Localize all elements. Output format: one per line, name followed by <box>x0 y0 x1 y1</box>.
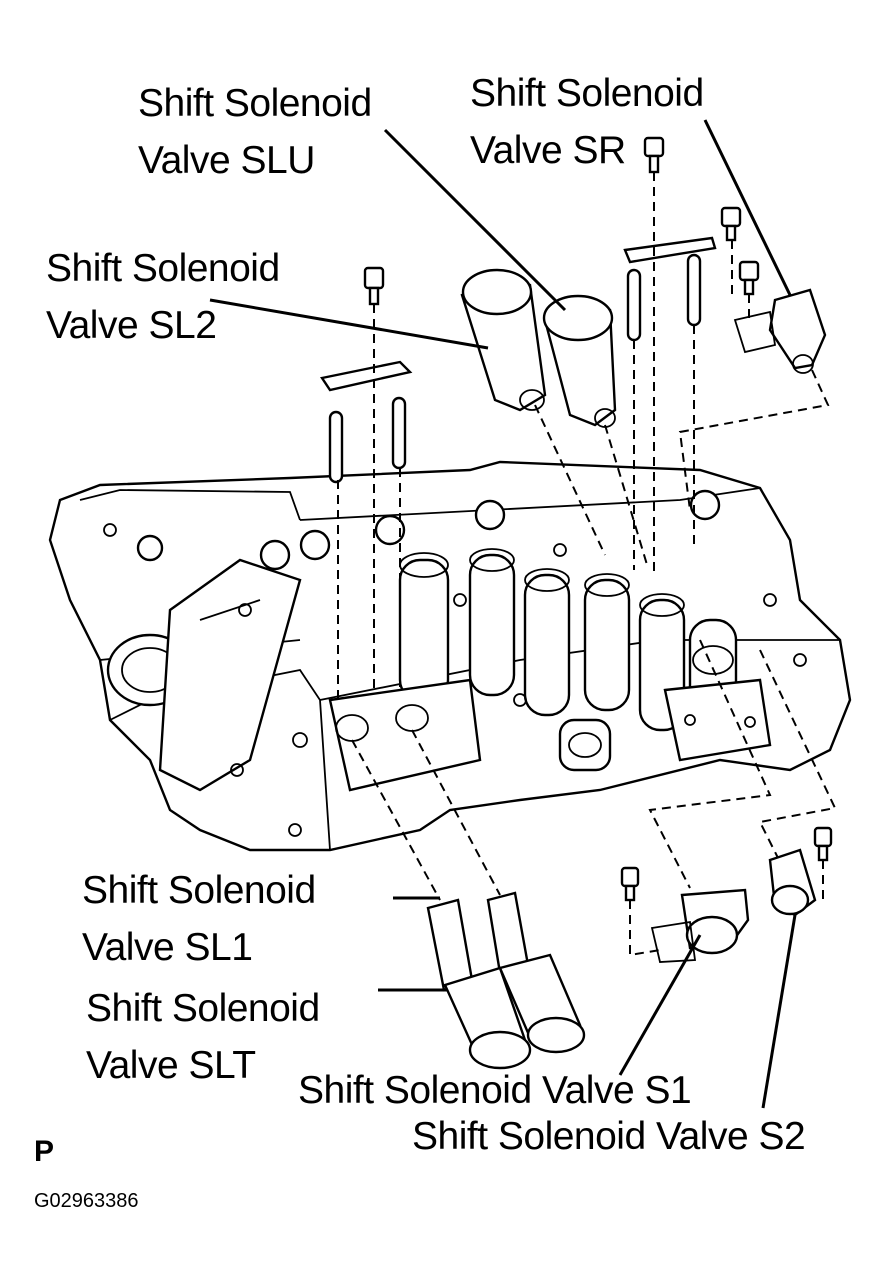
label-valve-sl1-line2: Valve SL1 <box>82 926 253 969</box>
label-valve-sl1-line1: Shift Solenoid <box>82 869 316 912</box>
solenoid-sl2-part <box>460 268 547 412</box>
assembly-lines <box>337 172 837 957</box>
label-valve-sl2-line1: Shift Solenoid <box>46 247 280 290</box>
solenoid-slu-part <box>542 294 617 428</box>
solenoid-sl1-slt-parts <box>426 891 586 1070</box>
label-valve-sr: Shift Solenoid Valve SR <box>470 65 704 179</box>
label-valve-sl1: Shift Solenoid Valve SL1 <box>82 862 316 976</box>
label-valve-sl2: Shift Solenoid Valve SL2 <box>46 240 280 354</box>
top-bolts <box>320 136 760 484</box>
label-valve-slu: Shift Solenoid Valve SLU <box>138 75 372 189</box>
label-valve-slt-line1: Shift Solenoid <box>86 987 320 1030</box>
label-valve-slu-line1: Shift Solenoid <box>138 82 372 125</box>
label-valve-sl2-line2: Valve SL2 <box>46 304 217 347</box>
figure-code: G02963386 <box>34 1190 139 1212</box>
label-valve-slt-line2: Valve SLT <box>86 1044 256 1087</box>
view-letter: P <box>34 1135 55 1168</box>
label-valve-sr-line1: Shift Solenoid <box>470 72 704 115</box>
label-valve-sr-line2: Valve SR <box>470 129 626 172</box>
label-valve-slt: Shift Solenoid Valve SLT <box>86 980 320 1094</box>
leader-lines <box>209 119 797 1109</box>
solenoid-sr-part <box>733 288 827 374</box>
label-valve-s2: Shift Solenoid Valve S2 <box>412 1115 806 1158</box>
label-valve-s1: Shift Solenoid Valve S1 <box>298 1069 692 1112</box>
valve-body <box>48 460 852 852</box>
solenoid-s1-part <box>650 888 750 963</box>
label-valve-slu-line2: Valve SLU <box>138 139 315 182</box>
